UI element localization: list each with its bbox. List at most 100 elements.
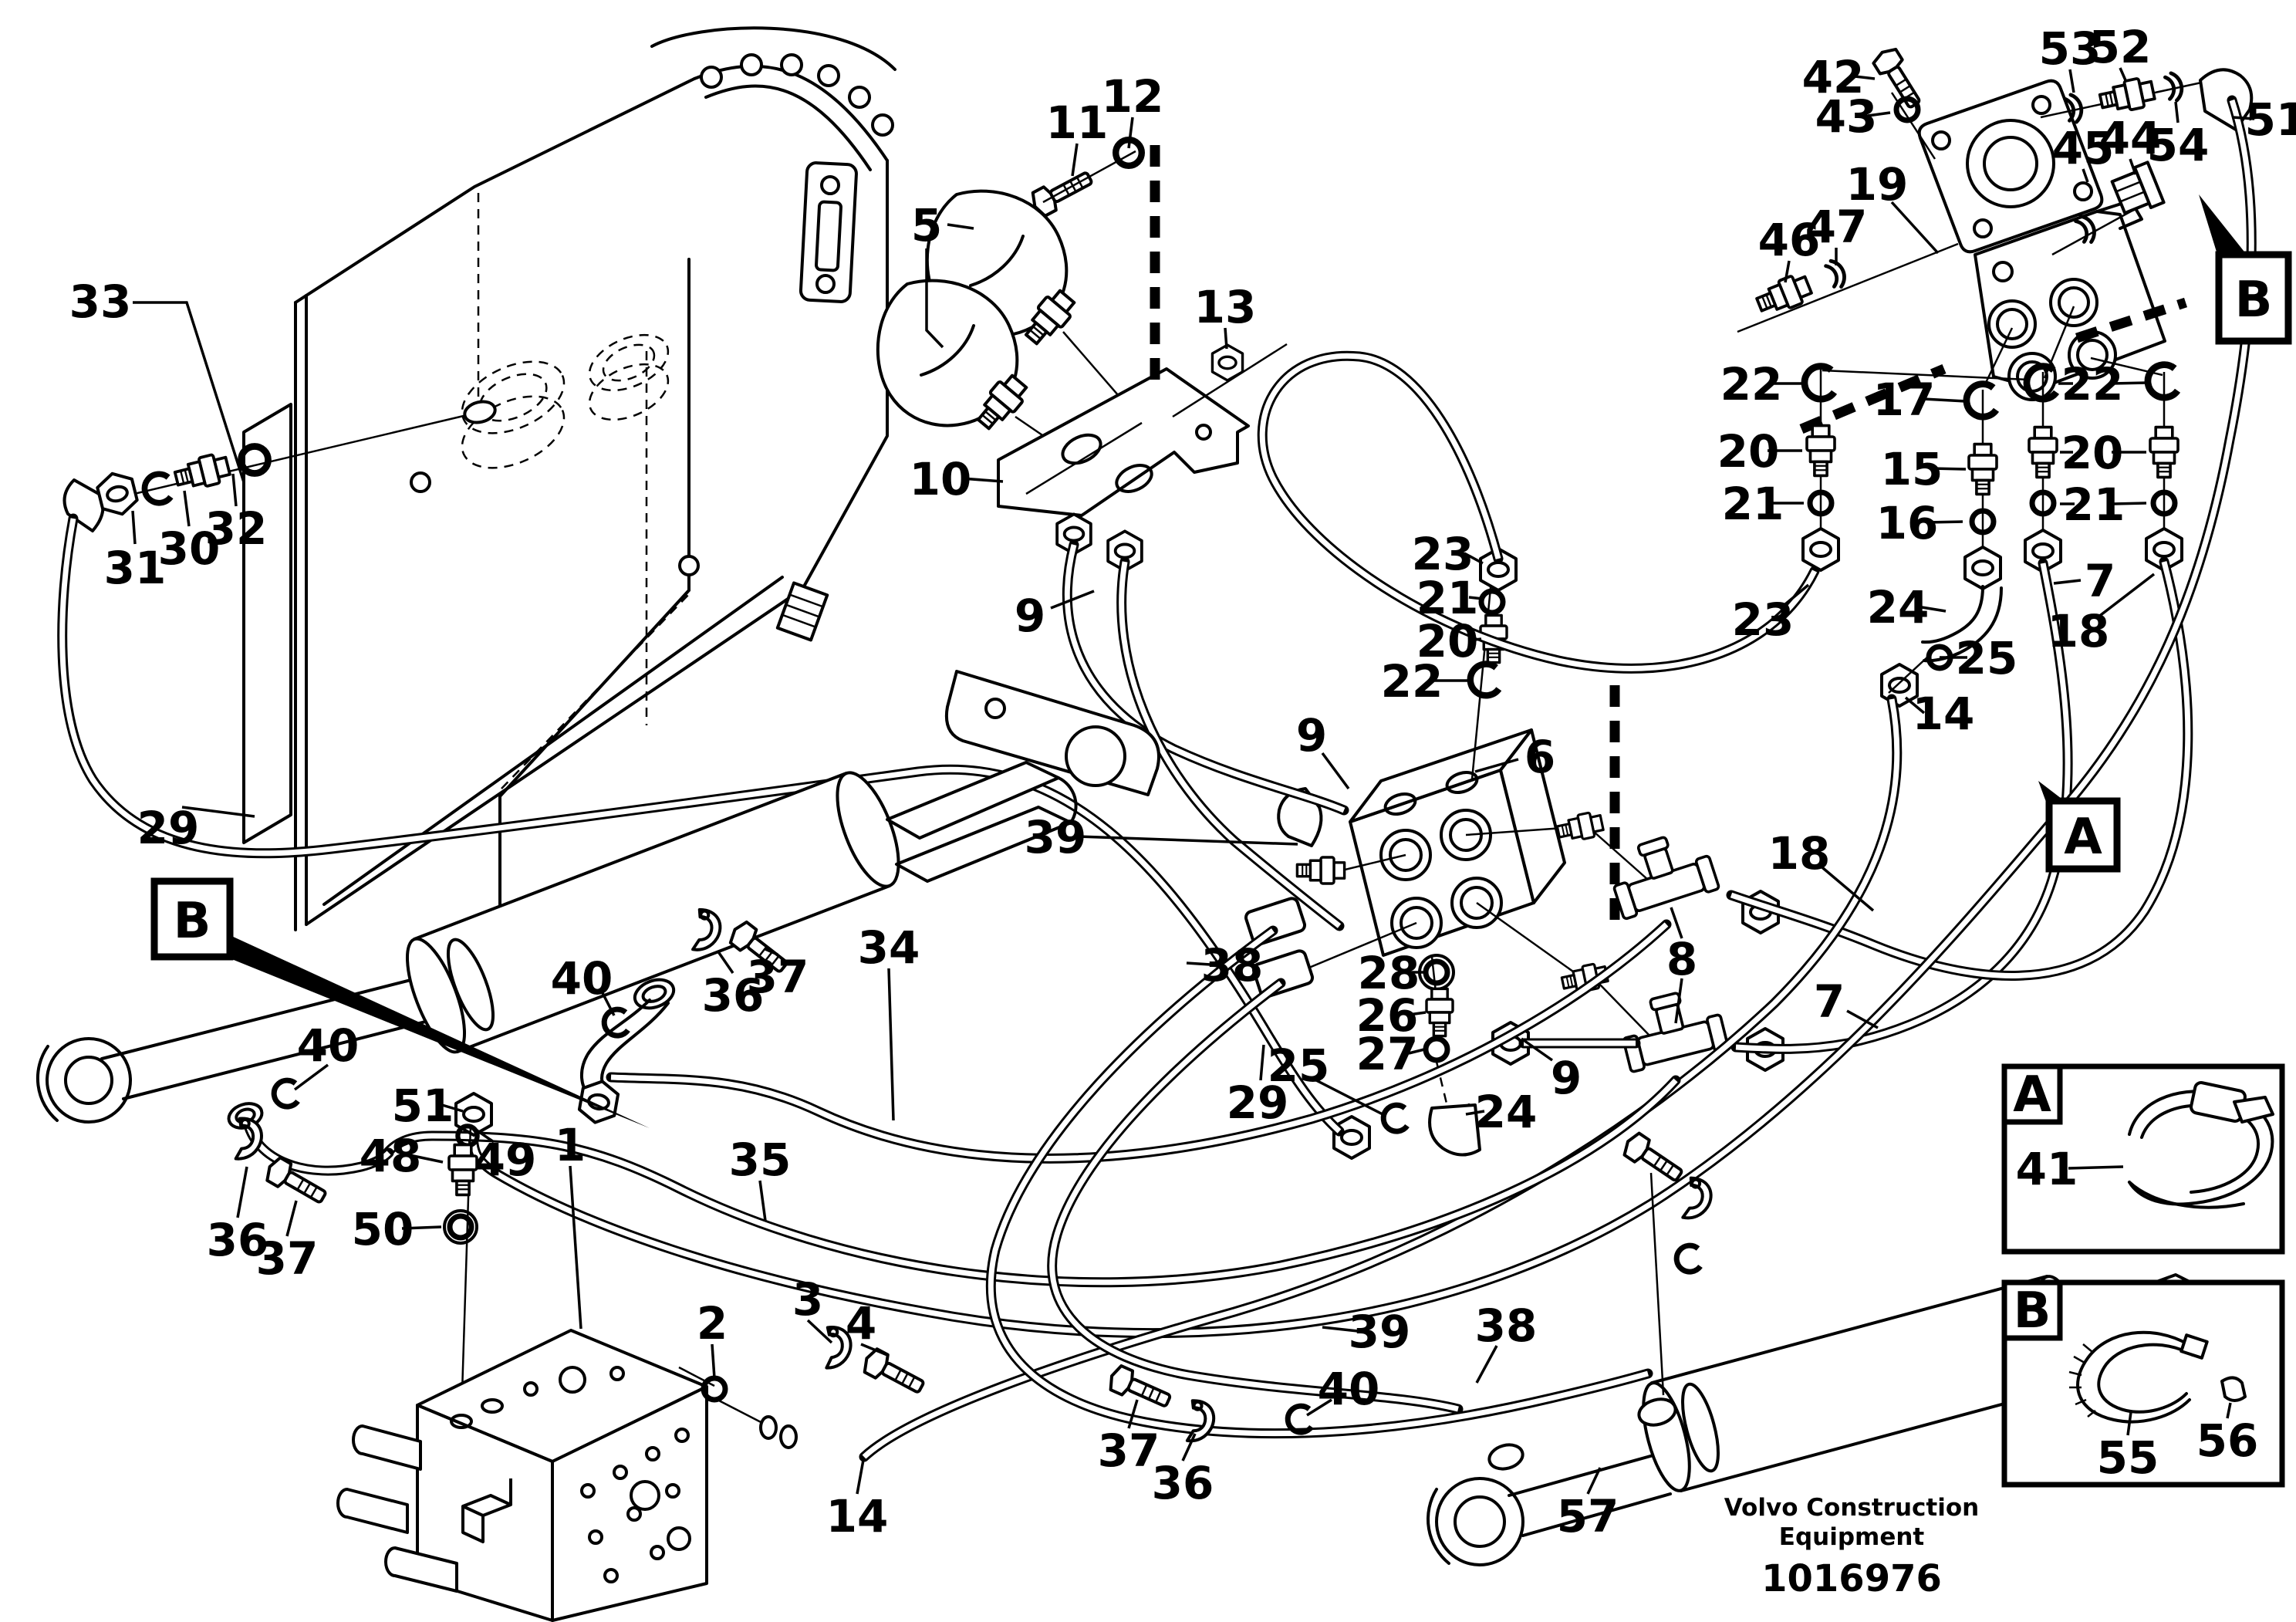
callout-leader — [1259, 1044, 1265, 1081]
callout-number: 43 — [1815, 90, 1878, 143]
callout-leader — [860, 1343, 888, 1357]
callout-36: 36 — [1152, 1433, 1214, 1509]
callout-number: 55 — [2097, 1431, 2159, 1484]
callout-number: 31 — [104, 542, 167, 594]
hose-9b-core — [1119, 561, 1342, 928]
callout-55: 55 — [2097, 1411, 2159, 1484]
callout-leader — [1784, 260, 1791, 283]
callout-34: 34 — [858, 921, 920, 1121]
callout-leader — [401, 1225, 442, 1230]
hose-9a-core — [1065, 544, 1346, 813]
callout-leader — [2226, 1402, 2232, 1419]
callout-41: 41 — [2016, 1143, 2124, 1195]
callout-leader — [1408, 1048, 1425, 1055]
callout-leader — [133, 301, 245, 483]
callout-15: 15 — [1881, 443, 1967, 495]
callout-number: 10 — [910, 453, 972, 505]
callout-number: 18 — [1768, 827, 1831, 880]
callout-43: 43 — [1815, 90, 1891, 143]
callout-number: 18 — [2048, 605, 2110, 657]
callout-leader — [1322, 1326, 1359, 1333]
hose-23-core — [1259, 353, 1818, 671]
callout-leader — [1315, 1079, 1386, 1117]
callout-number: 41 — [2016, 1143, 2078, 1195]
callout-number: 39 — [1025, 811, 1087, 863]
ref-marker-box — [2215, 251, 2292, 345]
callout-50: 50 — [352, 1203, 442, 1255]
callout-leader — [1916, 605, 1947, 613]
callout-leader — [1181, 1433, 1197, 1461]
callout-12: 12 — [1102, 70, 1163, 149]
callout-7: 7 — [2053, 555, 2115, 607]
callout-number: 29 — [1227, 1076, 1289, 1129]
callout-52: 52 — [2089, 21, 2151, 81]
callout-9: 9 — [1015, 590, 1095, 642]
callout-23: 23 — [1732, 583, 1810, 646]
callout-number: 22 — [1720, 358, 1783, 411]
callout-leader — [2129, 158, 2137, 175]
callout-number: 22 — [1381, 655, 1443, 708]
callout-48: 48 — [360, 1130, 444, 1182]
callout-6: 6 — [1474, 731, 1555, 783]
callout-number: 42 — [1802, 51, 1865, 103]
callout-23: 23 — [1412, 528, 1484, 580]
cylinder-left — [35, 670, 1160, 1418]
callout-leader — [2112, 502, 2147, 505]
callout-leader — [183, 490, 191, 527]
callout-leader — [1674, 978, 1683, 1024]
callout-number: 46 — [1758, 214, 1821, 266]
callout-29: 29 — [137, 802, 255, 854]
figure-number: 1016976 — [1761, 1557, 1942, 1600]
callout-leader — [2174, 101, 2180, 123]
callout-30: 30 — [158, 490, 220, 575]
callout-leader — [2232, 116, 2255, 120]
drain-elbow — [62, 468, 141, 532]
ref-marker-wedge — [2199, 194, 2247, 259]
callout-number: 21 — [2063, 478, 2125, 531]
callout-1: 1 — [555, 1119, 586, 1330]
callout-20: 20 — [1416, 615, 1482, 667]
callout-56: 56 — [2196, 1402, 2259, 1467]
hose-34-core — [610, 922, 1669, 1161]
callout-51: 51 — [2232, 93, 2296, 146]
callout-35: 35 — [729, 1134, 791, 1222]
callout-number: 19 — [1846, 158, 1909, 211]
callout-27: 27 — [1356, 1028, 1425, 1080]
callout-leader — [1468, 637, 1482, 642]
callout-leader — [1930, 467, 1967, 471]
callout-leader — [231, 473, 238, 507]
callout-number: 38 — [1475, 1299, 1538, 1352]
callout-leader — [181, 806, 255, 818]
callout-leader — [1923, 397, 1967, 403]
callout-leader — [1520, 1037, 1554, 1062]
callout-number: 7 — [1814, 975, 1845, 1028]
callout-leader — [1670, 907, 1683, 939]
callout-leader — [293, 1063, 329, 1091]
brand-line-1: Volvo Construction — [1724, 1494, 1979, 1522]
callout-32: 32 — [205, 473, 267, 555]
callout-leader — [1867, 111, 1891, 117]
callout-20: 20 — [2060, 427, 2146, 479]
callout-21: 21 — [1416, 572, 1484, 624]
callout-3: 3 — [792, 1273, 833, 1344]
hoses — [57, 95, 2257, 1462]
callout-31: 31 — [104, 510, 167, 594]
callout-number: 20 — [1416, 615, 1479, 667]
callout-number: 48 — [360, 1130, 422, 1182]
callout-leader — [236, 1166, 248, 1218]
callout-18: 18 — [2048, 573, 2156, 657]
callout-number: 56 — [2196, 1414, 2259, 1467]
detail-box-b: B — [2001, 1279, 2285, 1488]
callout-number: 15 — [1881, 443, 1943, 495]
callout-number: 6 — [1524, 731, 1555, 783]
callout-46: 46 — [1758, 214, 1821, 283]
valve-block — [336, 1325, 927, 1622]
callout-44: 44 — [2099, 112, 2161, 175]
ref-marker-wedge — [230, 935, 650, 1128]
callout-22: 22 — [1720, 358, 1804, 411]
callout-37: 37 — [747, 948, 809, 1003]
callout-number: 54 — [2147, 119, 2210, 171]
callout-leader — [947, 223, 974, 230]
callout-leader — [2119, 67, 2127, 81]
brand-line-2: Equipment — [1779, 1523, 1925, 1551]
